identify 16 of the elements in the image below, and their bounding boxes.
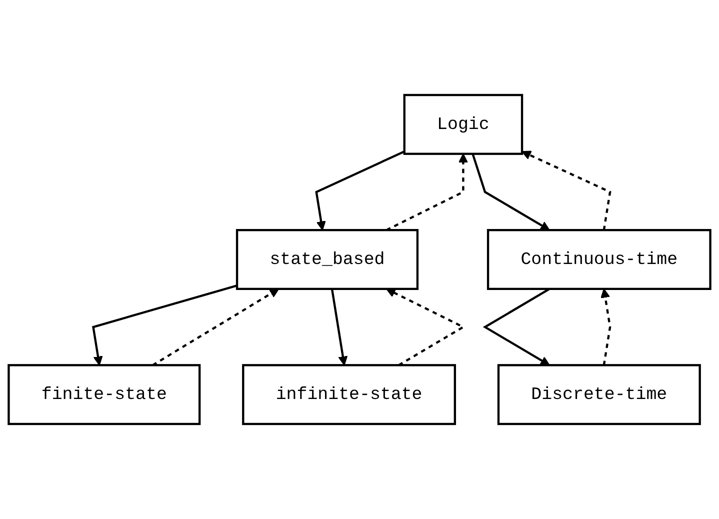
arrow	[386, 288, 466, 366]
node-box: Continuous-time	[486, 229, 712, 290]
arrow	[600, 288, 612, 366]
arrow	[386, 153, 468, 232]
arrow	[330, 288, 348, 366]
arrow	[522, 150, 612, 230]
arrow	[472, 154, 550, 231]
node-box: Discrete-time	[497, 364, 701, 426]
arrow	[315, 150, 405, 231]
arrow	[92, 284, 238, 366]
arrow	[482, 288, 550, 366]
node-box: infinite-state	[242, 364, 456, 426]
node-box: finite-state	[8, 364, 201, 426]
node-box: Logic	[403, 94, 524, 155]
node-box: state_based	[236, 229, 419, 290]
arrow	[152, 288, 280, 366]
